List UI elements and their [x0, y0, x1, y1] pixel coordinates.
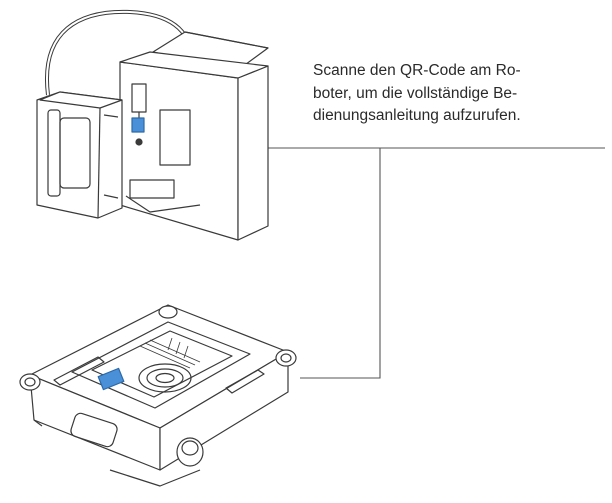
dock-qr-code-marker [131, 117, 145, 133]
robot-qr-code-marker [97, 367, 125, 391]
instruction-line-2: boter, um die vollständige Be- [313, 84, 518, 102]
qr-instruction-text: Scanne den QR-Code am Ro- boter, um die … [313, 60, 603, 128]
leader-lines [203, 147, 605, 379]
instruction-line-3: dienungsanleitung aufzurufen. [313, 107, 521, 124]
docking-station-illustration [36, 9, 269, 241]
instruction-line-1: Scanne den QR-Code am Ro- [313, 62, 521, 79]
window-robot-illustration [19, 304, 297, 487]
